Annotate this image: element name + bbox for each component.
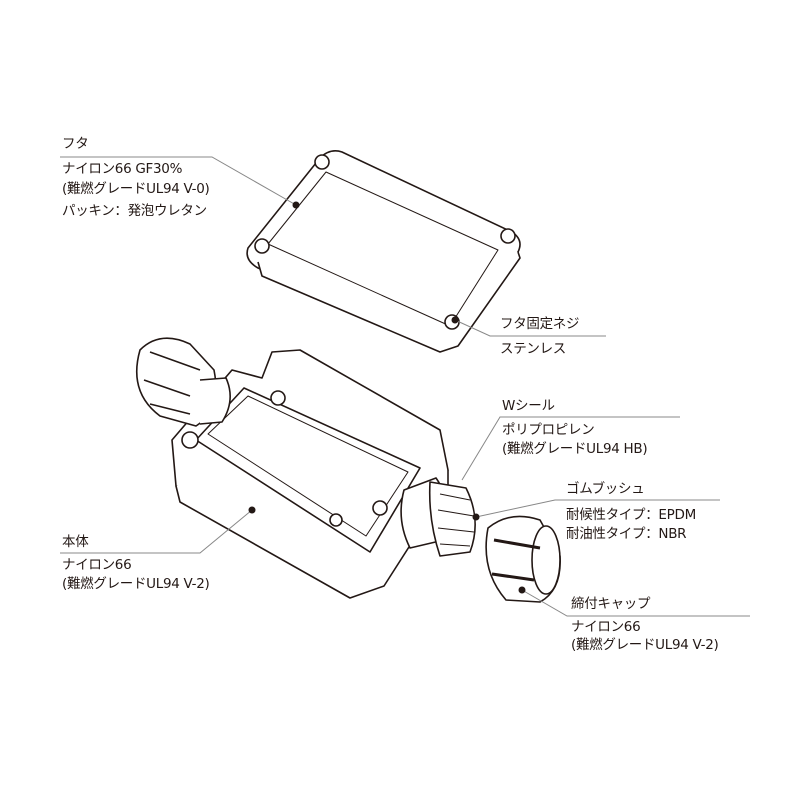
leader-lid-screw bbox=[454, 319, 606, 337]
leader-lid bbox=[60, 156, 297, 206]
body-drawing bbox=[171, 349, 449, 599]
leader-lines bbox=[60, 156, 750, 617]
leader-rubber-bush bbox=[475, 499, 720, 518]
label-lid-title: フタ bbox=[62, 136, 89, 152]
label-body-line: (難燃グレードUL94 V-2) bbox=[62, 576, 210, 592]
label-cap-title: 締付キャップ bbox=[571, 596, 651, 612]
label-body-line: ナイロン66 bbox=[62, 557, 132, 573]
marker-dot-lid bbox=[292, 201, 300, 209]
label-cap-line: ナイロン66 bbox=[571, 619, 641, 635]
label-lid-screw-line: ステンレス bbox=[500, 341, 566, 357]
marker-dot-lid-screw bbox=[451, 316, 459, 324]
leader-w-seal bbox=[461, 416, 680, 481]
marker-dot-body bbox=[248, 506, 256, 514]
left-gland-drawing bbox=[136, 337, 231, 427]
label-cap-line: (難燃グレードUL94 V-2) bbox=[571, 637, 719, 653]
lid-drawing bbox=[246, 150, 521, 353]
label-w-seal-line: ポリプロピレン bbox=[502, 422, 595, 438]
bushing-drawing bbox=[400, 477, 476, 557]
label-rubber-bush-line: 耐油性タイプ：NBR bbox=[566, 526, 687, 542]
label-rubber-bush-title: ゴムブッシュ bbox=[566, 481, 645, 497]
leader-cap bbox=[521, 589, 750, 617]
label-rubber-bush-line: 耐候性タイプ：EPDM bbox=[566, 507, 696, 523]
label-lid-line: パッキン：発泡ウレタン bbox=[62, 203, 207, 219]
label-lid-line: (難燃グレードUL94 V-0) bbox=[62, 181, 210, 197]
marker-dot-cap bbox=[518, 586, 526, 594]
cap-drawing bbox=[485, 515, 561, 603]
label-w-seal-line: (難燃グレードUL94 HB) bbox=[502, 441, 648, 457]
leader-body bbox=[60, 509, 253, 554]
marker-dot-rubber-bush bbox=[472, 513, 480, 521]
label-lid-line: ナイロン66 GF30% bbox=[62, 161, 183, 177]
label-w-seal-title: Wシール bbox=[502, 398, 555, 414]
label-body-title: 本体 bbox=[62, 534, 89, 550]
label-lid-screw-title: フタ固定ネジ bbox=[500, 316, 580, 332]
